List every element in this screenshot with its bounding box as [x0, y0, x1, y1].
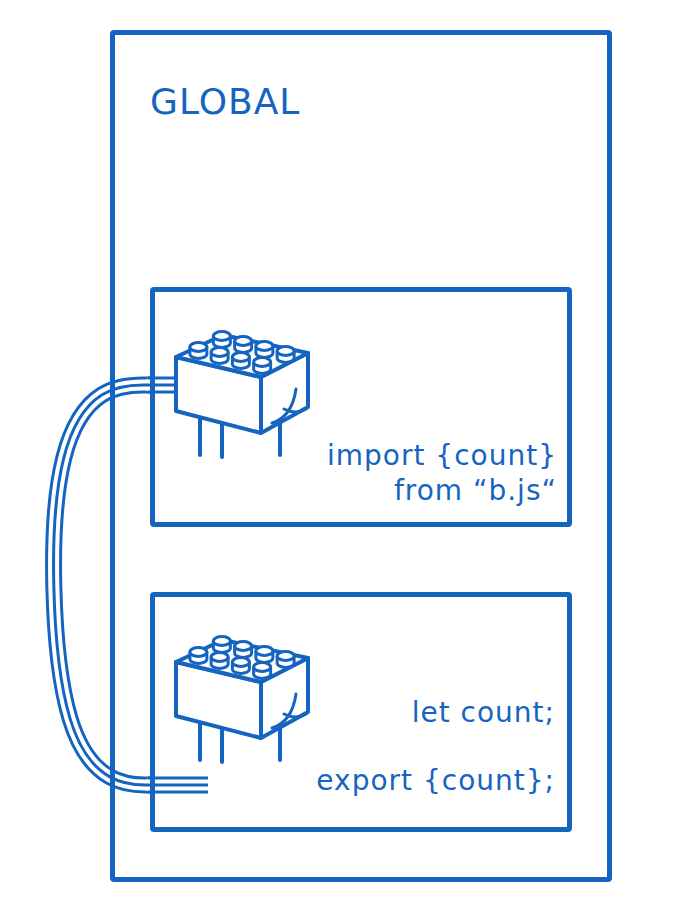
brick-stud-top	[232, 658, 249, 667]
brick-stud-top	[211, 653, 228, 662]
brick-top	[176, 640, 308, 682]
code-text: export {count};	[316, 763, 555, 798]
brick-mark	[272, 389, 296, 423]
brick-stud-top	[190, 343, 207, 352]
module-box: let count; export {count};	[150, 592, 572, 832]
brick-leg	[198, 417, 202, 455]
cable-outline	[54, 385, 152, 785]
code-text: import {count} from “b.js“	[272, 438, 557, 508]
cable-connector	[54, 385, 152, 785]
brick-stud-top	[254, 663, 271, 672]
scope-title: GLOBAL	[150, 79, 300, 124]
brick-leg	[220, 727, 224, 762]
brick-stud-top	[277, 347, 294, 356]
brick-leg	[198, 722, 202, 760]
brick-top	[176, 335, 308, 377]
brick-stud-top	[277, 652, 294, 661]
lego-brick	[176, 637, 308, 763]
brick-stud-top	[232, 353, 249, 362]
brick-mark	[272, 694, 296, 728]
brick-stud-top	[190, 648, 207, 657]
cable-core	[54, 385, 152, 785]
cable-gap	[54, 385, 152, 785]
global-scope-box: GLOBAL import {count} from “b.js“ let coun…	[110, 30, 612, 882]
brick-leg	[220, 422, 224, 457]
brick-stud-top	[211, 348, 228, 357]
brick-stud-top	[256, 342, 273, 351]
brick-stud-top	[256, 647, 273, 656]
brick-stud-top	[235, 642, 252, 651]
module-box: import {count} from “b.js“	[150, 287, 572, 527]
brick-mark	[284, 714, 306, 717]
brick-stud-top	[235, 337, 252, 346]
brick-mark	[284, 409, 306, 412]
brick-stud-top	[213, 332, 230, 341]
cable-stub	[146, 385, 210, 785]
code-text: let count;	[412, 695, 555, 730]
brick-stud-top	[213, 637, 230, 646]
lego-brick	[176, 332, 308, 458]
brick-stud-top	[254, 358, 271, 367]
